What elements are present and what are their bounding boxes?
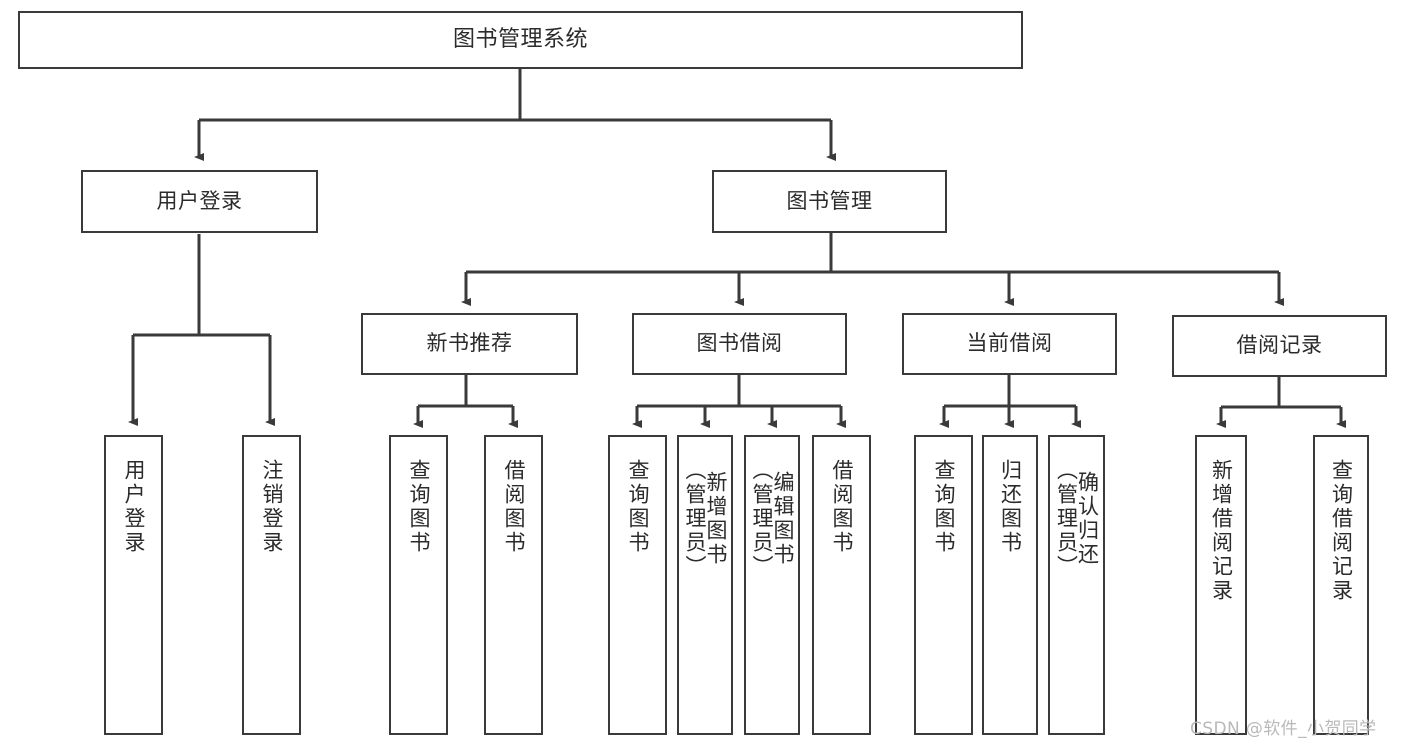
edge-group-root — [194, 69, 836, 161]
node-label: 图书管理系统 — [452, 26, 588, 52]
node-label: 图书管理 — [786, 188, 873, 213]
node-label: 归还图书 — [998, 459, 1023, 555]
node-label: 查询借阅记录 — [1329, 459, 1354, 603]
node-current-borrow[interactable]: 当前借阅 — [902, 313, 1117, 375]
node-label: 借阅图书 — [502, 459, 526, 555]
leaf-records-add-record[interactable]: 新增借阅记录 — [1195, 435, 1247, 735]
leaf-user-login-signout[interactable]: 注销登录 — [242, 435, 301, 735]
node-label: 借阅记录 — [1236, 333, 1323, 358]
node-label: 图书借阅 — [696, 331, 783, 356]
node-label: 确认归还 （管理员） — [1054, 459, 1100, 579]
node-book-borrow[interactable]: 图书借阅 — [632, 313, 847, 375]
node-new-book-recommend[interactable]: 新书推荐 — [361, 313, 578, 375]
node-label: 用户登录 — [156, 188, 243, 213]
edge-group-new-book — [413, 375, 518, 428]
node-label: 注销登录 — [260, 459, 284, 555]
node-label: 查询图书 — [932, 459, 956, 555]
node-label: 新增图书 （管理员） — [683, 459, 728, 579]
leaf-current-query-book[interactable]: 查询图书 — [914, 435, 973, 735]
csdn-watermark: CSDN @软件_小贺同学 — [1190, 719, 1377, 739]
leaf-borrow-borrow-book[interactable]: 借阅图书 — [812, 435, 871, 735]
leaf-borrow-add-book-admin[interactable]: 新增图书 （管理员） — [677, 435, 733, 735]
node-label: 查询图书 — [407, 459, 431, 555]
node-label: 当前借阅 — [966, 331, 1053, 356]
leaf-current-confirm-return-admin[interactable]: 确认归还 （管理员） — [1048, 435, 1105, 735]
leaf-borrow-edit-book-admin[interactable]: 编辑图书 （管理员） — [744, 435, 800, 735]
leaf-new-book-borrow[interactable]: 借阅图书 — [484, 435, 543, 735]
node-root-system[interactable]: 图书管理系统 — [18, 11, 1023, 69]
edge-group-user-login — [128, 234, 275, 426]
leaf-new-book-query[interactable]: 查询图书 — [389, 435, 448, 735]
edge-group-records — [1216, 377, 1346, 428]
node-borrow-records[interactable]: 借阅记录 — [1172, 315, 1387, 377]
node-label: 借阅图书 — [830, 459, 854, 555]
leaf-current-return-book[interactable]: 归还图书 — [982, 435, 1038, 735]
node-label: 编辑图书 （管理员） — [750, 459, 795, 579]
node-label: 新书推荐 — [426, 331, 513, 356]
node-label: 查询图书 — [626, 459, 650, 555]
node-label: 用户登录 — [122, 459, 146, 555]
edge-group-book-manage — [461, 233, 1284, 306]
leaf-borrow-query-book[interactable]: 查询图书 — [608, 435, 667, 735]
leaf-records-query-record[interactable]: 查询借阅记录 — [1313, 435, 1369, 735]
node-book-management[interactable]: 图书管理 — [712, 170, 947, 233]
node-user-login[interactable]: 用户登录 — [81, 170, 318, 233]
edge-group-current — [939, 375, 1081, 428]
node-label: 新增借阅记录 — [1209, 459, 1234, 603]
leaf-user-login-signin[interactable]: 用户登录 — [104, 435, 163, 735]
edge-group-borrow — [632, 375, 846, 428]
